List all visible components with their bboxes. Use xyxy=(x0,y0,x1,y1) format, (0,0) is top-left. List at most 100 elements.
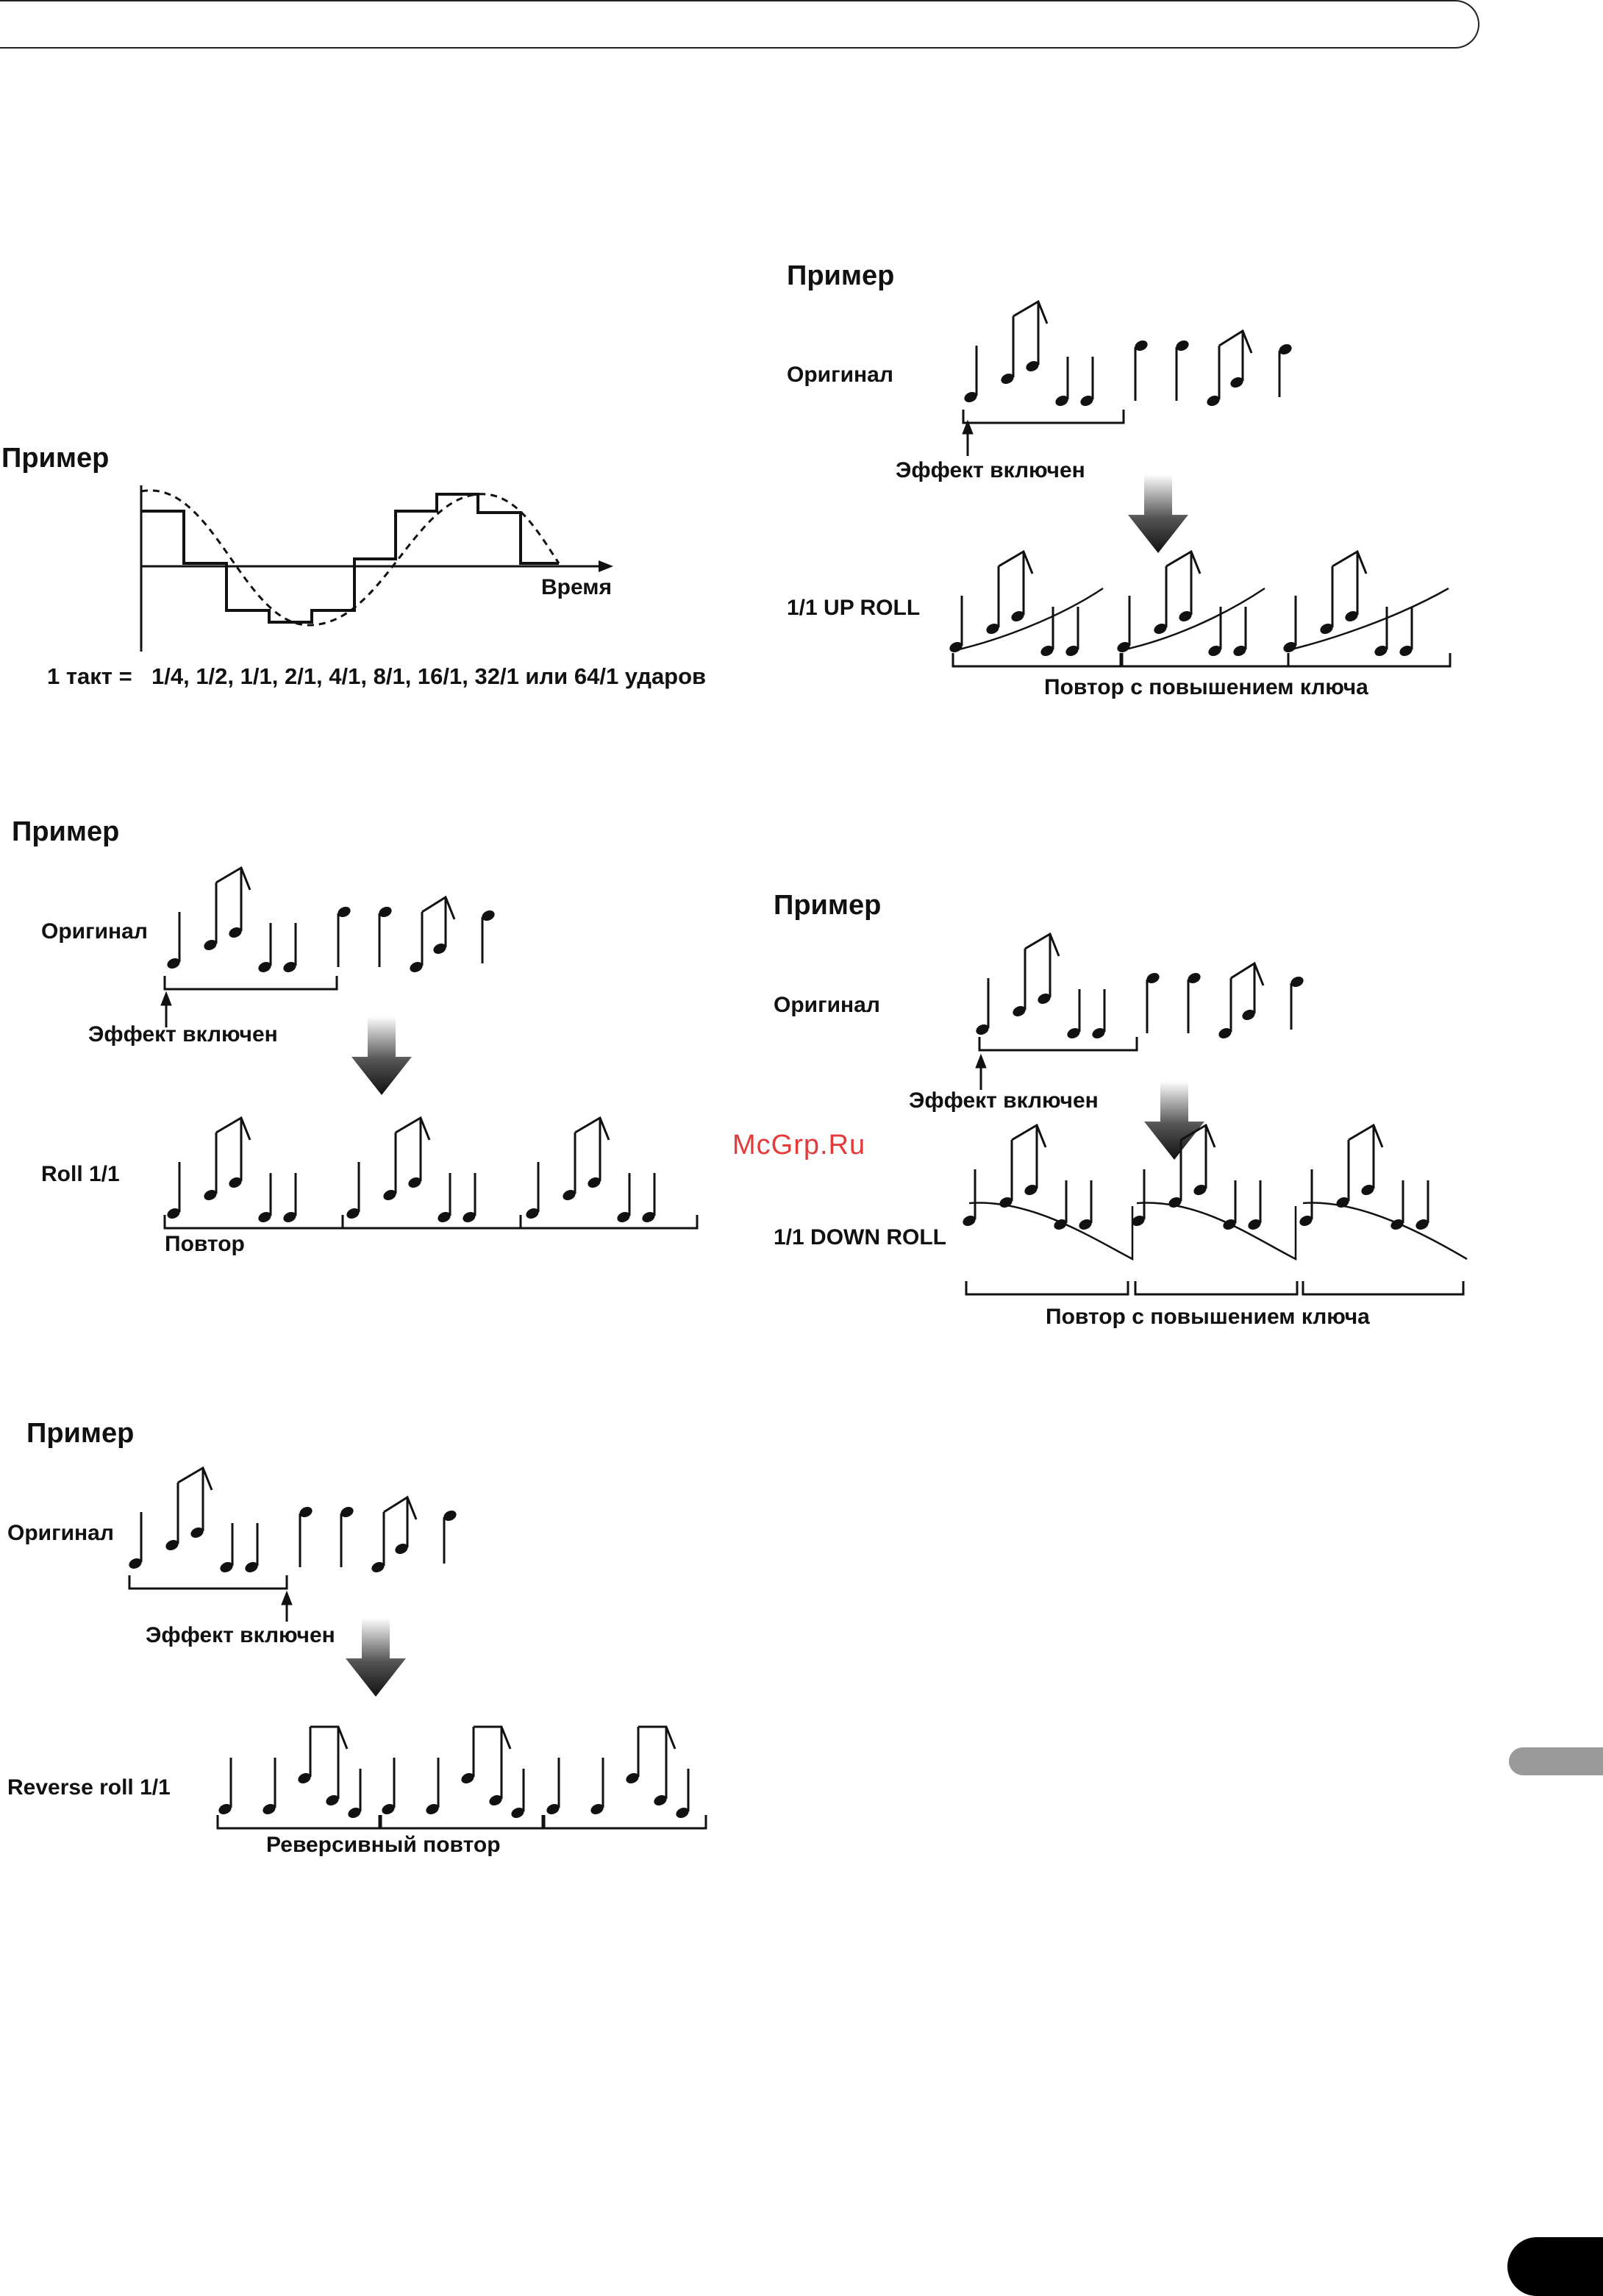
music-note-icon xyxy=(1067,989,1081,1039)
music-note-icon xyxy=(976,978,990,1035)
waveform-diagram xyxy=(140,485,613,652)
music-note-icon xyxy=(1011,552,1025,622)
music-note-icon xyxy=(258,923,272,973)
pitch-curves xyxy=(955,587,1468,1261)
bracket xyxy=(962,410,1125,424)
music-note-icon xyxy=(382,1758,396,1815)
down-roll-caption: Повтор с повышением ключа xyxy=(1046,1305,1370,1329)
bracket xyxy=(216,1815,381,1830)
music-note-icon xyxy=(588,1118,601,1188)
music-note-icon xyxy=(190,1468,204,1539)
note-beam xyxy=(998,549,1034,574)
down-arrow-icon xyxy=(1144,1081,1204,1160)
reverse-roll-caption: Реверсивный повтор xyxy=(266,1833,501,1857)
notes-layer xyxy=(129,299,1429,1819)
music-note-icon xyxy=(229,1118,243,1188)
roll-label: Roll 1/1 xyxy=(41,1162,120,1186)
note-beam xyxy=(1332,549,1368,574)
down-arrow-icon xyxy=(351,1016,412,1095)
music-note-icon xyxy=(1345,552,1359,622)
side-tab xyxy=(1509,1747,1603,1775)
note-beam xyxy=(1180,1123,1216,1148)
music-note-icon xyxy=(1230,331,1244,388)
music-note-icon xyxy=(463,1173,476,1223)
reverse-roll-original-label: Оригинал xyxy=(7,1521,114,1545)
music-note-icon xyxy=(383,1133,397,1201)
music-note-icon xyxy=(1179,552,1193,622)
music-note-icon xyxy=(245,1523,259,1573)
music-note-icon xyxy=(1290,976,1304,1030)
note-beam xyxy=(1024,932,1060,957)
note-beam xyxy=(395,1116,431,1141)
down-roll-section-title: Пример xyxy=(774,890,882,921)
music-note-icon xyxy=(1079,1180,1093,1230)
music-note-icon xyxy=(617,1173,631,1223)
music-note-icon xyxy=(1233,607,1247,657)
note-beam xyxy=(638,1725,676,1750)
bracket xyxy=(128,1575,288,1590)
music-note-icon xyxy=(337,906,351,967)
page-number-tab xyxy=(1507,2237,1603,2296)
music-note-icon xyxy=(511,1769,525,1819)
brackets-layer xyxy=(128,410,1465,1830)
music-note-icon xyxy=(1001,316,1015,385)
music-note-icon xyxy=(1146,972,1160,1033)
music-note-icon xyxy=(590,1758,604,1815)
music-note-icon xyxy=(204,883,218,951)
beats-label: 1 такт = xyxy=(47,663,132,689)
note-beam xyxy=(383,1495,418,1520)
music-note-icon xyxy=(1024,1125,1038,1196)
music-note-icon xyxy=(129,1512,143,1569)
note-beam xyxy=(215,1116,251,1141)
music-note-icon xyxy=(1092,989,1106,1039)
music-note-icon xyxy=(283,1173,297,1223)
music-note-icon xyxy=(999,1140,1013,1208)
bracket xyxy=(1302,1281,1465,1296)
time-axis-label: Время xyxy=(541,575,612,599)
music-note-icon xyxy=(489,1727,503,1806)
note-beam xyxy=(1165,549,1202,574)
down-arrow-icon xyxy=(346,1618,406,1697)
music-note-icon xyxy=(378,906,392,967)
up-roll-label: 1/1 UP ROLL xyxy=(787,596,921,620)
music-note-icon xyxy=(1299,1169,1313,1227)
music-note-icon xyxy=(340,1506,354,1567)
music-note-icon xyxy=(949,596,963,653)
music-note-icon xyxy=(546,1758,560,1815)
music-note-icon xyxy=(433,897,447,955)
music-note-icon xyxy=(1065,607,1079,657)
bracket xyxy=(952,653,1124,668)
music-note-icon xyxy=(676,1769,690,1819)
music-note-icon xyxy=(1415,1180,1429,1230)
up-roll-original-label: Оригинал xyxy=(787,363,893,387)
music-note-icon xyxy=(371,1512,385,1573)
music-note-icon xyxy=(426,1758,440,1815)
music-note-icon xyxy=(1040,607,1054,657)
music-note-icon xyxy=(654,1727,668,1806)
music-note-icon xyxy=(1038,934,1052,1005)
music-note-icon xyxy=(438,1173,451,1223)
music-note-icon xyxy=(167,912,181,969)
bracket xyxy=(1134,1281,1299,1296)
roll-caption: Повтор xyxy=(165,1232,245,1256)
note-beam xyxy=(1348,1123,1384,1148)
note-beam xyxy=(1013,299,1049,324)
bracket xyxy=(1287,653,1452,668)
music-note-icon xyxy=(408,1118,422,1188)
reverse-roll-effect-on-label: Эффект включен xyxy=(146,1623,335,1647)
music-note-icon xyxy=(395,1497,409,1555)
music-note-icon xyxy=(348,1769,362,1819)
music-note-icon xyxy=(1218,978,1232,1039)
music-note-icon xyxy=(229,868,243,938)
music-note-icon xyxy=(1242,963,1256,1021)
music-note-icon xyxy=(298,1727,312,1784)
music-note-icon xyxy=(986,566,1000,635)
music-note-icon xyxy=(1207,346,1221,407)
down-arrow-icon xyxy=(1128,474,1188,553)
bracket xyxy=(341,1215,522,1230)
note-beam xyxy=(1218,329,1253,354)
music-note-icon xyxy=(410,912,424,973)
bracket xyxy=(163,1215,344,1230)
music-note-icon xyxy=(461,1727,475,1784)
